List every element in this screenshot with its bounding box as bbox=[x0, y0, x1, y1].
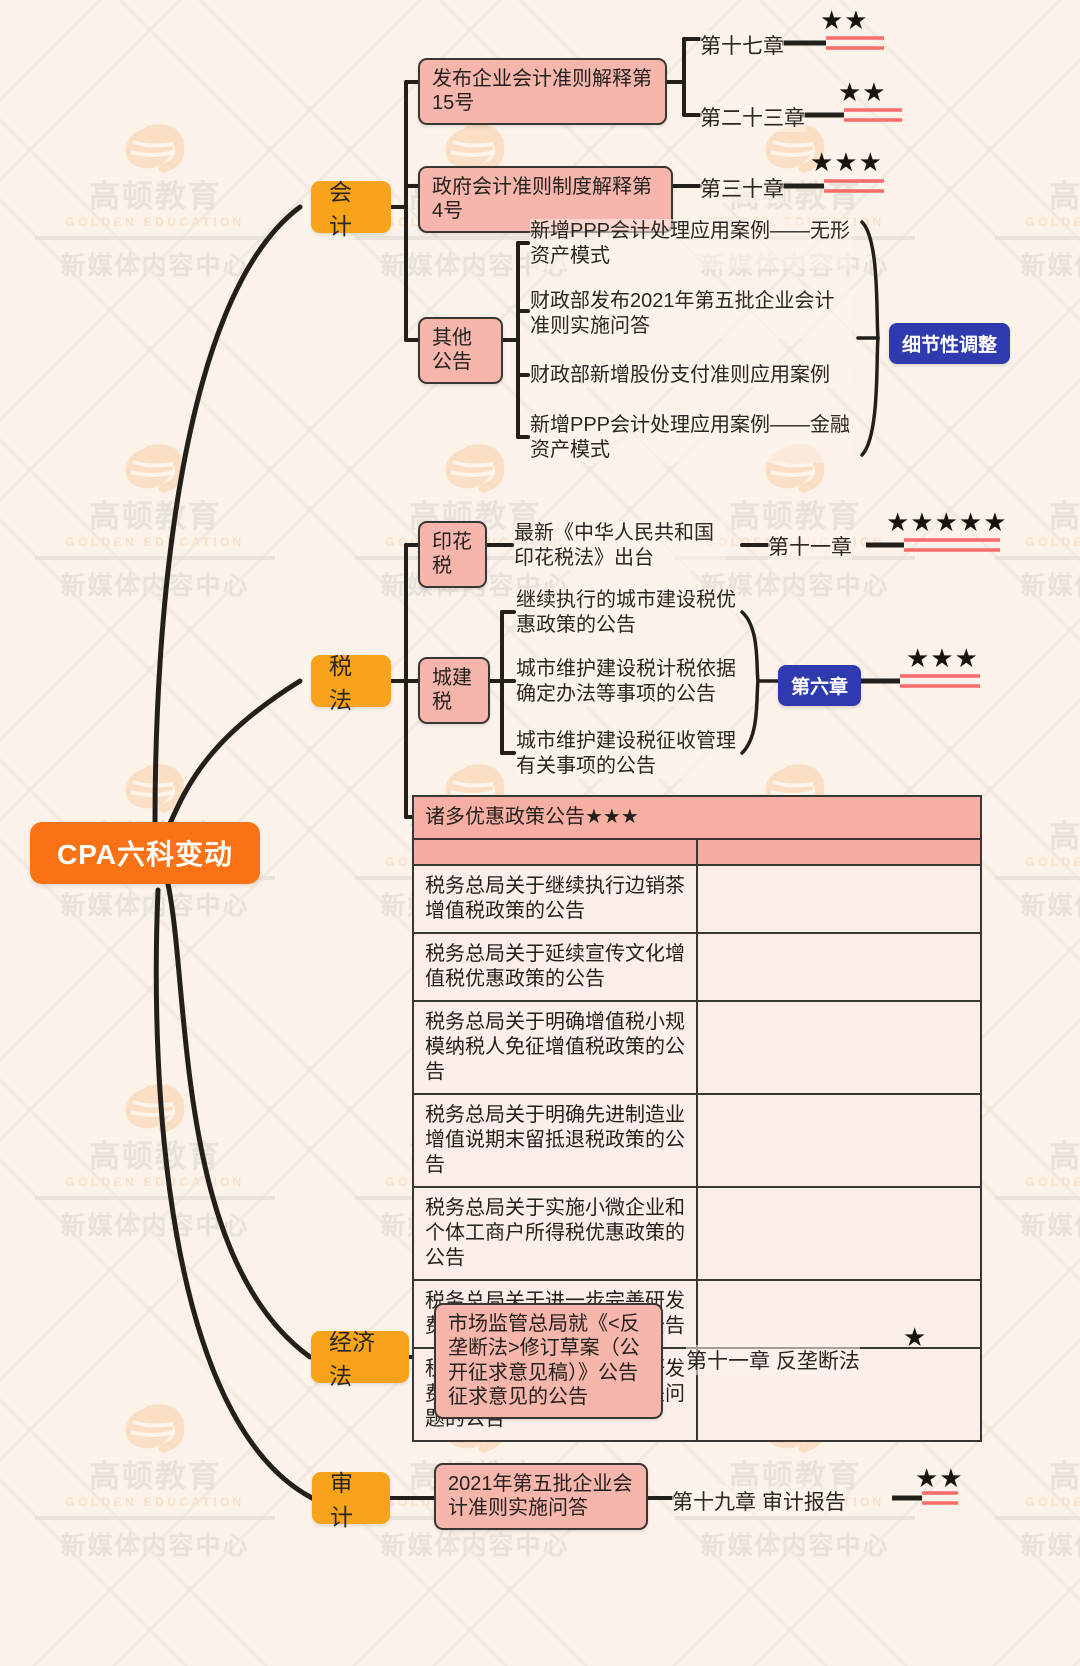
topic-audit-qa[interactable]: 2021年第五批企业会计准则实施问答 bbox=[434, 1463, 648, 1530]
table-cell-blank-3 bbox=[696, 1000, 982, 1095]
topic-antimonopoly[interactable]: 市场监管总局就《<反垄断法>修订草案（公开征求意见稿）》公告征求意见的公告 bbox=[434, 1303, 663, 1419]
stamp-tax-item-1: 最新《中华人民共和国印花税法》出台 bbox=[514, 521, 726, 571]
table-cell-policy-3: 税务总局关于明确增值税小规模纳税人免征增值税政策的公告 bbox=[412, 1000, 698, 1095]
table-row: 税务总局关于继续执行边销茶增值税政策的公告 bbox=[412, 864, 982, 934]
chapter-17: 第十七章 bbox=[700, 30, 784, 60]
chapter-19-audit: 第十九章 审计报告 bbox=[672, 1486, 846, 1516]
table-header-row: 诸多优惠政策公告★★★ bbox=[412, 795, 982, 840]
table-row: 税务总局关于明确先进制造业增值说期末留抵退税政策的公告 bbox=[412, 1093, 982, 1188]
table-subheader-row bbox=[412, 838, 982, 866]
urban-tax-item-1: 继续执行的城市建设税优惠政策的公告 bbox=[516, 588, 738, 638]
table-cell-blank-2 bbox=[696, 932, 982, 1002]
topic-interp15[interactable]: 发布企业会计准则解释第15号 bbox=[418, 58, 667, 125]
table-cell-blank-4 bbox=[696, 1093, 982, 1188]
table-cell-policy-5: 税务总局关于实施小微企业和个体工商户所得税优惠政策的公告 bbox=[412, 1186, 698, 1281]
other-notice-item-1: 新增PPP会计处理应用案例——无形资产模式 bbox=[530, 219, 852, 269]
table-cell-blank-6 bbox=[696, 1279, 982, 1349]
table-cell-blank-1 bbox=[696, 864, 982, 934]
urban-tax-item-2: 城市维护建设税计税依据确定办法等事项的公告 bbox=[516, 657, 738, 707]
table-row: 税务总局关于明确增值税小规模纳税人免征增值税政策的公告 bbox=[412, 1000, 982, 1095]
table-cell-policy-2: 税务总局关于延续宣传文化增值税优惠政策的公告 bbox=[412, 932, 698, 1002]
table-subheader-cell-left bbox=[412, 838, 698, 866]
subject-node-economic-law[interactable]: 经济法 bbox=[311, 1329, 409, 1389]
table-cell-policy-4: 税务总局关于明确先进制造业增值说期末留抵退税政策的公告 bbox=[412, 1093, 698, 1188]
star-rating-chapter-23: ★★ bbox=[838, 78, 887, 108]
table-header-cell: 诸多优惠政策公告★★★ bbox=[412, 795, 982, 840]
table-cell-policy-1: 税务总局关于继续执行边销茶增值税政策的公告 bbox=[412, 864, 698, 934]
table-subheader-cell-right bbox=[696, 838, 982, 866]
chapter-11-tax: 第十一章 bbox=[768, 531, 852, 561]
subject-node-audit[interactable]: 审计 bbox=[312, 1470, 390, 1530]
subject-node-tax-law[interactable]: 税法 bbox=[311, 653, 391, 713]
other-notice-item-2: 财政部发布2021年第五批企业会计准则实施问答 bbox=[530, 289, 852, 339]
chapter-11-antimonopoly: 第十一章 反垄断法 bbox=[686, 1345, 860, 1375]
badge-detail-adjustment: 细节性调整 bbox=[889, 323, 1011, 364]
subject-node-accounting[interactable]: 会计 bbox=[311, 179, 391, 239]
central-node[interactable]: CPA六科变动 bbox=[30, 822, 260, 884]
table-cell-blank-5 bbox=[696, 1186, 982, 1281]
table-row: 税务总局关于实施小微企业和个体工商户所得税优惠政策的公告 bbox=[412, 1186, 982, 1281]
table-row: 税务总局关于延续宣传文化增值税优惠政策的公告 bbox=[412, 932, 982, 1002]
other-notice-item-4: 新增PPP会计处理应用案例——金融资产模式 bbox=[530, 413, 852, 463]
topic-other-notices[interactable]: 其他公告 bbox=[418, 317, 503, 384]
star-rating-chapter-17: ★★ bbox=[820, 6, 869, 36]
urban-tax-item-3: 城市维护建设税征收管理有关事项的公告 bbox=[516, 729, 738, 779]
badge-chapter-6: 第六章 bbox=[778, 665, 862, 706]
star-rating-chapter-30: ★★★ bbox=[810, 148, 883, 178]
star-rating-audit: ★★ bbox=[915, 1464, 964, 1494]
topic-stamp-tax[interactable]: 印花税 bbox=[418, 521, 487, 588]
star-rating-chapter-6: ★★★ bbox=[906, 644, 979, 674]
star-rating-chapter-11-tax: ★★★★★ bbox=[886, 508, 1008, 538]
chapter-23: 第二十三章 bbox=[700, 102, 805, 132]
other-notice-item-3: 财政部新增股份支付准则应用案例 bbox=[530, 363, 852, 388]
topic-urban-construction-tax[interactable]: 城建税 bbox=[418, 657, 490, 724]
star-rating-antimonopoly: ★ bbox=[903, 1323, 928, 1353]
chapter-30: 第三十章 bbox=[700, 173, 784, 203]
